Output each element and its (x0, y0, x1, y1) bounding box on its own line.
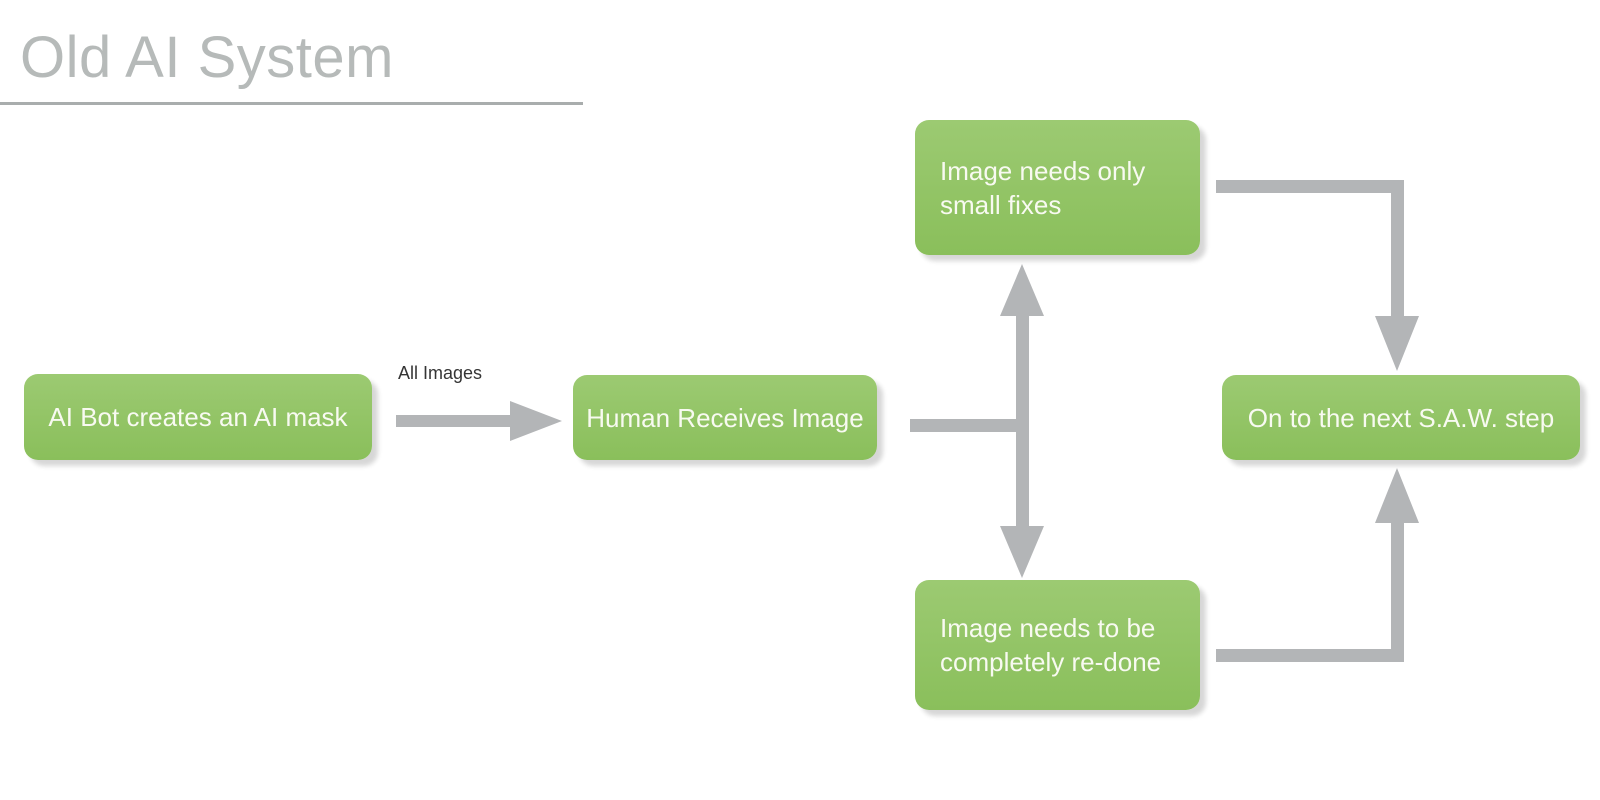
node-next-saw-step: On to the next S.A.W. step (1222, 375, 1580, 460)
node-ai-bot: AI Bot creates an AI mask (24, 374, 372, 460)
node-human-label: Human Receives Image (586, 402, 864, 433)
node-human-receives-image: Human Receives Image (573, 375, 877, 460)
arrowhead-down-icon (1000, 526, 1044, 578)
node-small-fixes-label: Image needs only small fixes (940, 155, 1146, 220)
connector-smallfixes-horizontal (1216, 180, 1404, 193)
connector-smallfixes-vertical (1391, 180, 1404, 320)
node-ai-bot-label: AI Bot creates an AI mask (48, 402, 348, 432)
node-redone-label: Image needs to be completely re-done (940, 613, 1162, 677)
connector-redone-vertical (1391, 523, 1404, 662)
connector-aibot-human-shaft (396, 415, 512, 427)
arrowhead-up-icon (1000, 264, 1044, 316)
connector-branch-vertical-shaft (1016, 312, 1029, 530)
node-small-fixes: Image needs only small fixes (915, 120, 1200, 255)
arrowhead-right-icon (510, 401, 562, 441)
connector-redone-horizontal (1216, 649, 1404, 662)
connector-human-branch-shaft (910, 419, 1029, 432)
title-underline (0, 102, 583, 105)
edge-label-all-images: All Images (398, 363, 483, 383)
diagram-title: Old AI System (20, 25, 394, 90)
arrowhead-up-icon (1375, 468, 1419, 523)
node-next-step-label: On to the next S.A.W. step (1247, 402, 1555, 433)
node-completely-redone: Image needs to be completely re-done (915, 580, 1200, 710)
arrowhead-down-icon (1375, 316, 1419, 371)
